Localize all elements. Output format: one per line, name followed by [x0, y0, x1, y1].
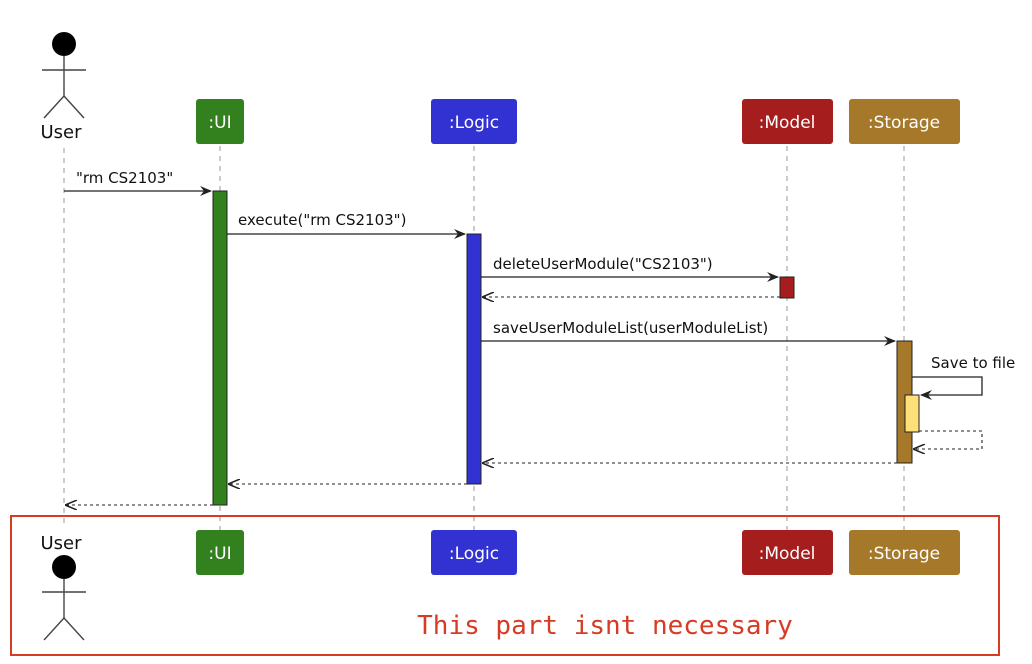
message-rm: "rm CS2103": [64, 169, 212, 196]
ui-activation-bar: [212, 190, 228, 506]
storage-inner-activation-bar: [904, 394, 920, 433]
storage-label-top: :Storage: [868, 113, 940, 133]
message-execute-label: execute("rm CS2103"): [238, 211, 406, 229]
annotation-text: This part isnt necessary: [417, 611, 793, 641]
lifelines: [63, 146, 905, 530]
return-self-arrow: [914, 430, 983, 449]
user-label-bottom: User: [40, 533, 82, 554]
model-box-top: [742, 99, 833, 144]
message-save-to-file: Save to file: [912, 354, 1015, 400]
ui-participant-bottom: :UI: [196, 530, 244, 575]
model-participant-top: :Model: [742, 99, 833, 144]
user-actor-top: User: [40, 32, 86, 143]
logic-participant-bottom: :Logic: [431, 530, 517, 575]
message-execute: execute("rm CS2103"): [227, 211, 466, 239]
user-actor-head-icon: [52, 32, 76, 56]
message-rm-label: "rm CS2103": [76, 169, 173, 187]
annotation-highlight-box: [10, 515, 1000, 656]
model-label-top: :Model: [759, 113, 816, 133]
user-actor-bottom: User: [40, 533, 86, 641]
message-save-to-file-arrow: [912, 376, 983, 400]
model-participant-bottom: :Model: [742, 530, 833, 575]
logic-label-bottom: :Logic: [449, 544, 499, 564]
logic-label-top: :Logic: [449, 113, 499, 133]
user-actor-head-icon-bottom: [52, 555, 76, 579]
ui-label-top: :UI: [208, 113, 231, 133]
message-save-to-file-label: Save to file: [931, 354, 1015, 372]
message-save-list-label: saveUserModuleList(userModuleList): [493, 319, 768, 337]
logic-box-bottom: [431, 530, 517, 575]
storage-box-top: [849, 99, 960, 144]
ui-participant-top: :UI: [196, 99, 244, 144]
ui-box-bottom: [196, 530, 244, 575]
logic-activation-bar: [466, 233, 482, 485]
ui-box-top: [196, 99, 244, 144]
message-save-list: saveUserModuleList(userModuleList): [481, 319, 896, 346]
logic-box-top: [431, 99, 517, 144]
model-activation-bar: [779, 276, 795, 299]
model-label-bottom: :Model: [759, 544, 816, 564]
ui-label-bottom: :UI: [208, 544, 231, 564]
model-box-bottom: [742, 530, 833, 575]
storage-box-bottom: [849, 530, 960, 575]
message-delete: deleteUserModule("CS2103"): [481, 255, 779, 282]
user-label-top: User: [40, 122, 82, 143]
logic-participant-top: :Logic: [431, 99, 517, 144]
storage-participant-top: :Storage: [849, 99, 960, 144]
storage-participant-bottom: :Storage: [849, 530, 960, 575]
message-delete-label: deleteUserModule("CS2103"): [493, 255, 713, 273]
storage-label-bottom: :Storage: [868, 544, 940, 564]
